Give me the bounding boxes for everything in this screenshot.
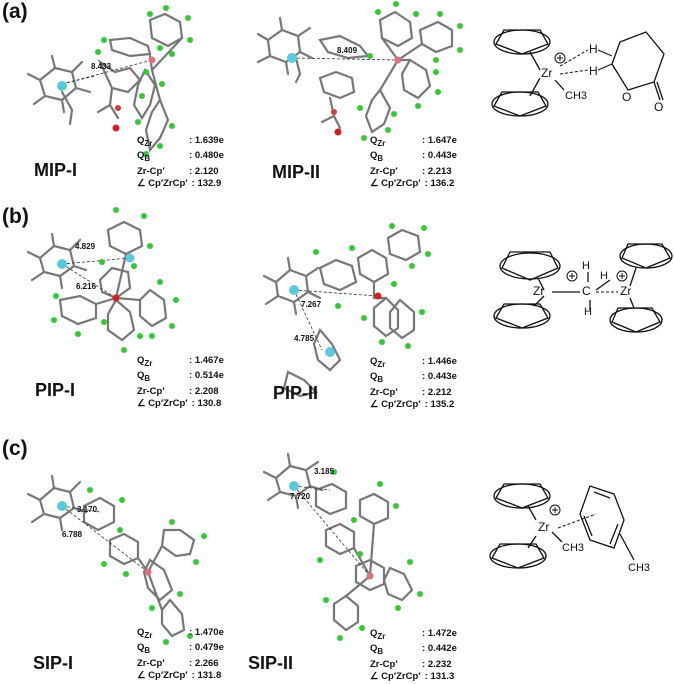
properties-block: QZr: 1.639e QB: 0.480e Zr-Cp′: 2.120 ∠ C… — [137, 135, 224, 190]
atom-label: H — [589, 42, 598, 56]
q-zr-value: 1.446e — [427, 356, 457, 367]
properties-block: QZr: 1.647e QB: 0.443e Zr-Cp′: 2.213 ∠ C… — [370, 135, 457, 190]
q-b-value: 0.514e — [194, 370, 224, 382]
panel-label-b: (b) — [2, 205, 29, 228]
isomer-name: SIP-II — [248, 653, 294, 673]
q-zr-value: 1.639e — [194, 135, 224, 146]
atom-label: O — [654, 100, 664, 114]
q-b-value: 0.443e — [427, 371, 457, 383]
atom-label: CH3 — [562, 542, 585, 554]
q-b-value: 0.479e — [194, 642, 224, 654]
zr-cp-value: 2.213 — [427, 165, 452, 177]
distance-label: 7.267 — [301, 300, 322, 309]
atom-label: CH3 — [628, 562, 651, 574]
angle-value: 136.2 — [430, 178, 455, 190]
q-b-value: 0.443e — [427, 150, 457, 162]
isomer-name: MIP-II — [272, 162, 320, 182]
angle-value: 131.3 — [430, 671, 455, 683]
atom-label: Zr — [541, 66, 553, 80]
distance-label: 7.720 — [290, 492, 311, 501]
distance-label: 4.785 — [294, 334, 315, 343]
properties-block: QZr: 1.467e QB: 0.514e Zr-Cp′: 2.208 ∠ C… — [137, 355, 224, 410]
properties-block: QZr: 1.472e QB: 0.442e Zr-Cp′: 2.232 ∠ C… — [370, 628, 457, 683]
q-zr-value: 1.470e — [194, 627, 224, 638]
properties-block: QZr: 1.446e QB: 0.443e Zr-Cp′: 2.212 ∠ C… — [370, 356, 457, 411]
atom-label: O — [622, 90, 632, 104]
atom-label: H — [584, 306, 592, 318]
angle-value: 130.8 — [197, 398, 222, 410]
atom-label: C — [582, 284, 591, 298]
distance-label: 6.788 — [62, 530, 83, 539]
distance-label: 3.170 — [77, 505, 98, 514]
distance-label: 4.829 — [75, 242, 96, 251]
zr-cp-value: 2.212 — [427, 386, 452, 398]
isomer-name: PIP-II — [273, 383, 319, 403]
atom-label: Zr — [533, 284, 545, 298]
distance-label: 8.409 — [337, 46, 358, 55]
zr-cp-value: 2.232 — [427, 658, 452, 670]
zr-cp-value: 2.120 — [194, 165, 219, 177]
properties-block: QZr: 1.470e QB: 0.479e Zr-Cp′: 2.266 ∠ C… — [137, 627, 224, 682]
q-b-value: 0.480e — [194, 150, 224, 162]
distance-label: 8.433 — [91, 62, 112, 71]
atom-label: H — [582, 260, 590, 272]
isomer-name: SIP-I — [33, 653, 74, 673]
atom-label: Zr — [620, 284, 632, 298]
isomer-name: PIP-I — [35, 380, 76, 400]
isomer-name: MIP-I — [34, 160, 77, 180]
distance-label: 3.185 — [314, 467, 335, 476]
panel-label-c: (c) — [2, 437, 28, 460]
atom-label: H — [589, 64, 598, 78]
atom-label: CH3 — [565, 90, 588, 102]
angle-value: 131.8 — [197, 670, 222, 682]
zr-cp-value: 2.208 — [194, 385, 219, 397]
q-zr-value: 1.467e — [194, 355, 224, 366]
angle-value: 132.9 — [197, 178, 222, 190]
q-zr-value: 1.472e — [427, 628, 457, 639]
atom-label: H — [600, 270, 608, 282]
atom-label: Zr — [538, 520, 550, 534]
distance-label: 6.216 — [76, 282, 97, 291]
zr-cp-value: 2.266 — [194, 657, 219, 669]
q-b-value: 0.442e — [427, 643, 457, 655]
panel-label-a: (a) — [2, 0, 28, 23]
q-zr-value: 1.647e — [427, 135, 457, 146]
angle-value: 135.2 — [430, 399, 455, 411]
